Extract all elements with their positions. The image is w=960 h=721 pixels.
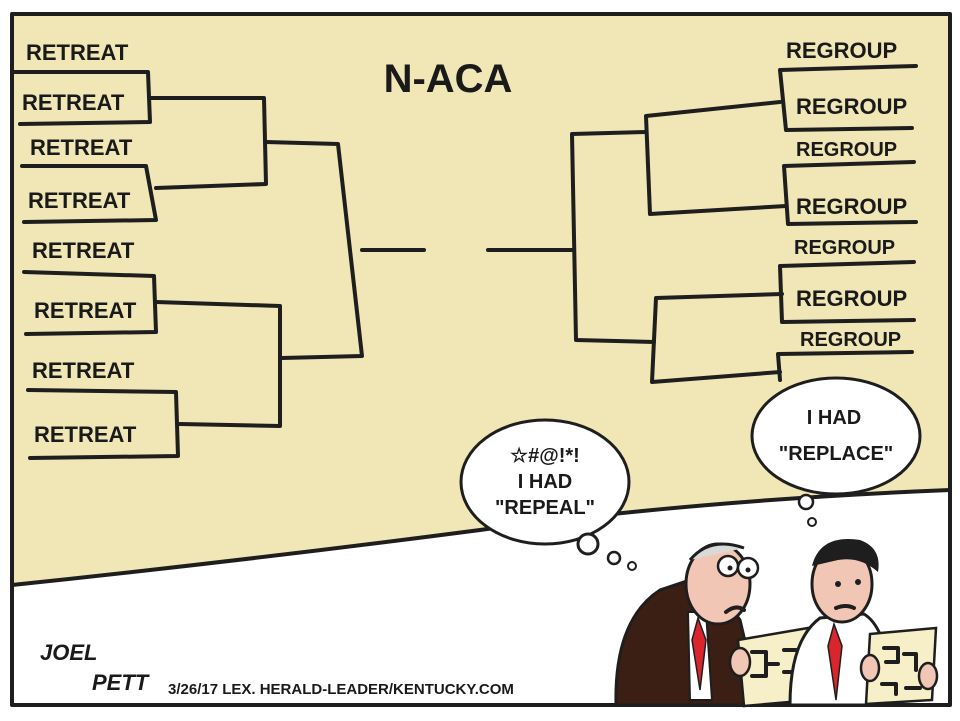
bubble-left-exclaim: ☆#@!*! xyxy=(510,445,580,467)
left-seed-3: RETREAT xyxy=(30,135,133,160)
signature-first: JOEL xyxy=(40,640,97,665)
panel-border xyxy=(10,12,952,707)
tan-backdrop xyxy=(12,14,950,585)
horizon-line xyxy=(10,488,952,587)
left-bracket: RETREAT RETREAT RETREAT RETREAT RETREAT … xyxy=(12,40,426,460)
right-seed-4: REGROUP xyxy=(796,194,907,219)
left-seed-8: RETREAT xyxy=(34,422,137,447)
left-round2-bottom xyxy=(154,300,282,428)
left-seed-2: RETREAT xyxy=(22,90,125,115)
thought-bubble-right: I HAD "REPLACE" xyxy=(750,376,922,527)
thought-bubble-left: ☆#@!*! I HAD "REPEAL" xyxy=(459,418,637,571)
cartoon-title: N-ACA xyxy=(384,57,513,101)
right-seed-1: REGROUP xyxy=(786,38,897,63)
character-younger-man xyxy=(788,539,939,707)
bubble-left-line1: I HAD xyxy=(518,471,572,493)
left-box-3 xyxy=(22,270,158,336)
left-round3 xyxy=(264,140,364,360)
signature-last: PETT xyxy=(92,670,150,695)
bubble-left-line2: "REPEAL" xyxy=(495,497,595,519)
left-seed-5: RETREAT xyxy=(32,238,135,263)
right-round3 xyxy=(570,130,656,344)
left-box-4 xyxy=(26,388,180,460)
left-seed-6: RETREAT xyxy=(34,298,137,323)
left-seed-1: RETREAT xyxy=(26,40,129,65)
right-seed-3: REGROUP xyxy=(796,139,897,161)
left-seed-7: RETREAT xyxy=(32,358,135,383)
credit-line: 3/26/17 LEX. HERALD-LEADER/KENTUCKY.COM xyxy=(168,681,514,698)
left-seed-4: RETREAT xyxy=(28,188,131,213)
artist-signature: JOEL PETT xyxy=(40,640,150,695)
right-seed-2: REGROUP xyxy=(796,94,907,119)
right-round2-top xyxy=(644,100,788,216)
character-older-man xyxy=(614,542,814,708)
right-seed-6: REGROUP xyxy=(796,286,907,311)
right-bracket: REGROUP REGROUP REGROUP REGROUP REGROUP … xyxy=(486,38,918,384)
right-seed-7: REGROUP xyxy=(800,329,901,351)
bubble-right-line1: I HAD xyxy=(807,407,861,429)
right-seed-5: REGROUP xyxy=(794,237,895,259)
bubble-right-line2: "REPLACE" xyxy=(779,443,894,465)
left-box-2 xyxy=(20,164,158,224)
right-box-2 xyxy=(782,160,918,226)
right-box-1 xyxy=(778,64,918,132)
